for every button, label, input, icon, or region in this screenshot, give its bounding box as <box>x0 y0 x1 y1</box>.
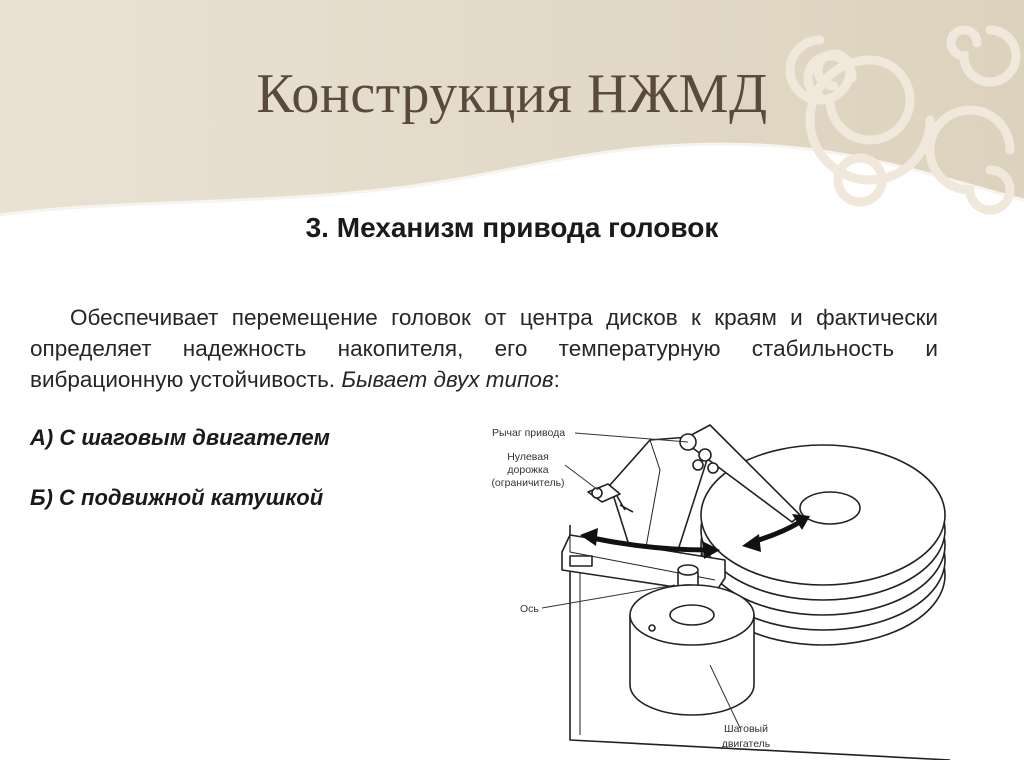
label-track-1: Нулевая <box>507 451 549 463</box>
stepper-motor <box>629 584 755 716</box>
paragraph-italic-text: Бывает двух типов <box>341 367 554 392</box>
label-arm: Рычаг привода <box>492 427 565 439</box>
label-axis: Ось <box>520 603 539 615</box>
header-background <box>0 0 1024 217</box>
type-item-stepper: А) С шаговым двигателем <box>30 425 330 450</box>
drive-frame <box>569 525 951 760</box>
label-track-2: дорожка <box>507 464 548 476</box>
arm-motion-arrow <box>591 535 709 553</box>
paragraph-main-text: Обеспечивает перемещение головок от цент… <box>30 305 938 392</box>
body-paragraph: Обеспечивает перемещение головок от цент… <box>30 302 938 395</box>
slide-title: Конструкция НЖМД <box>256 63 768 125</box>
spindle-hub <box>799 491 861 525</box>
label-motor-2: двигатель <box>722 738 771 750</box>
type-item-voice-coil: Б) С подвижной катушкой <box>30 485 324 510</box>
paragraph-tail: : <box>553 367 560 392</box>
label-motor-1: Шаговый <box>724 723 768 735</box>
head-actuator-diagram: Рычаг привода Нулевая дорожка (ограничит… <box>491 424 951 760</box>
section-heading: 3. Механизм привода головок <box>305 212 719 243</box>
swirl-ornament <box>785 25 1021 215</box>
label-track-3: (ограничитель) <box>491 477 564 489</box>
zero-track-limiter <box>587 483 634 513</box>
